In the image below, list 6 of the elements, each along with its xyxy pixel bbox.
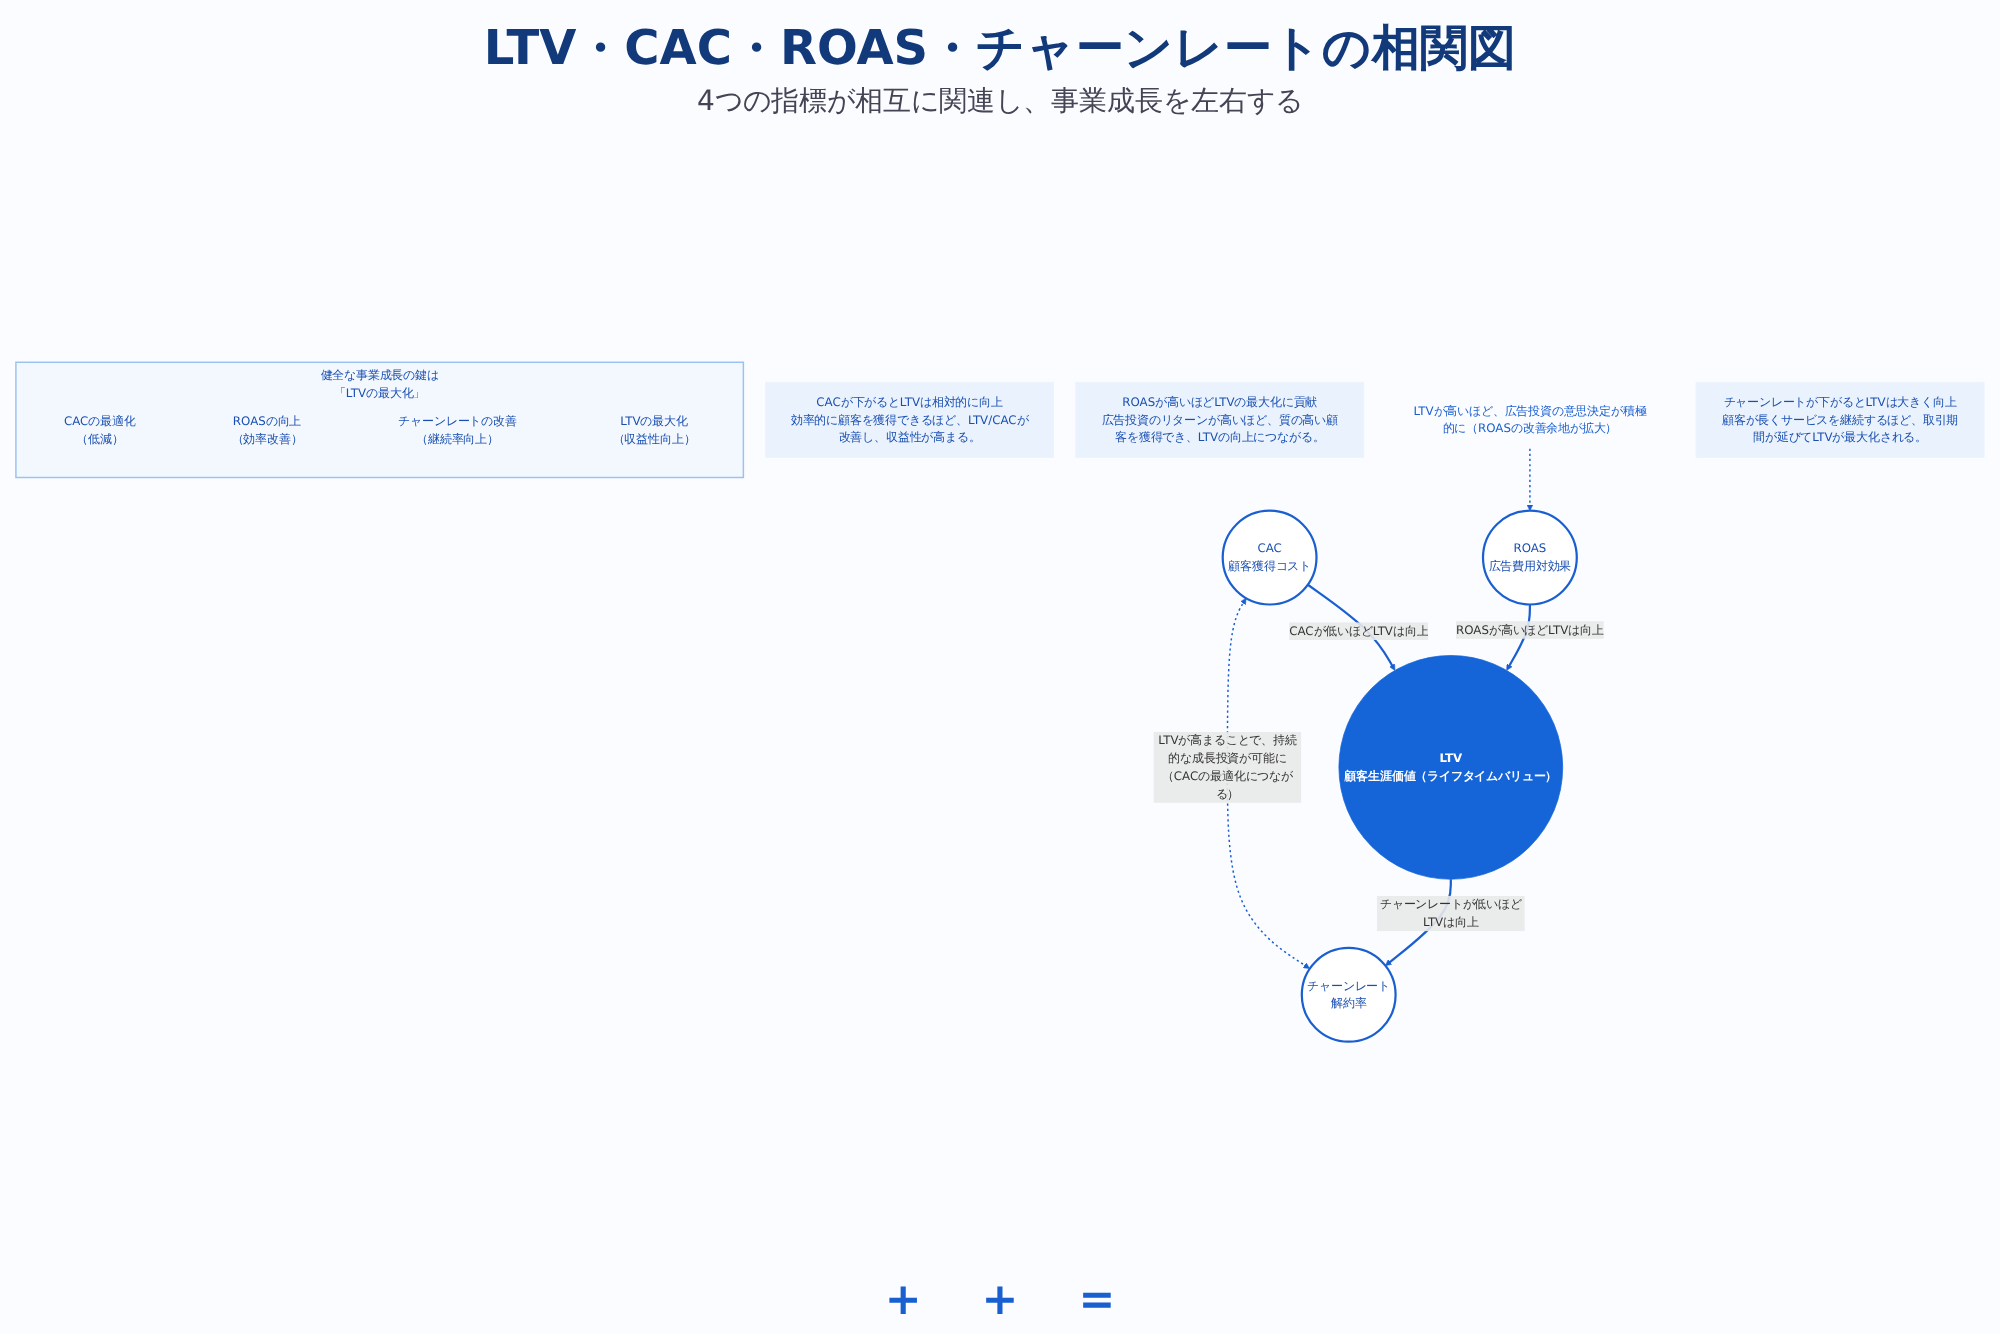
title: LTV・CAC・ROAS・チャーンレートの相関図 [483,18,1517,80]
operator-sign: + [884,1276,922,1326]
arrow [1526,447,1534,511]
operator-sign: = [1078,1276,1116,1326]
subtitle: 4つの指標が相互に関連し、事業成長を左右する [697,84,1303,120]
operator-sign: + [981,1276,1019,1326]
